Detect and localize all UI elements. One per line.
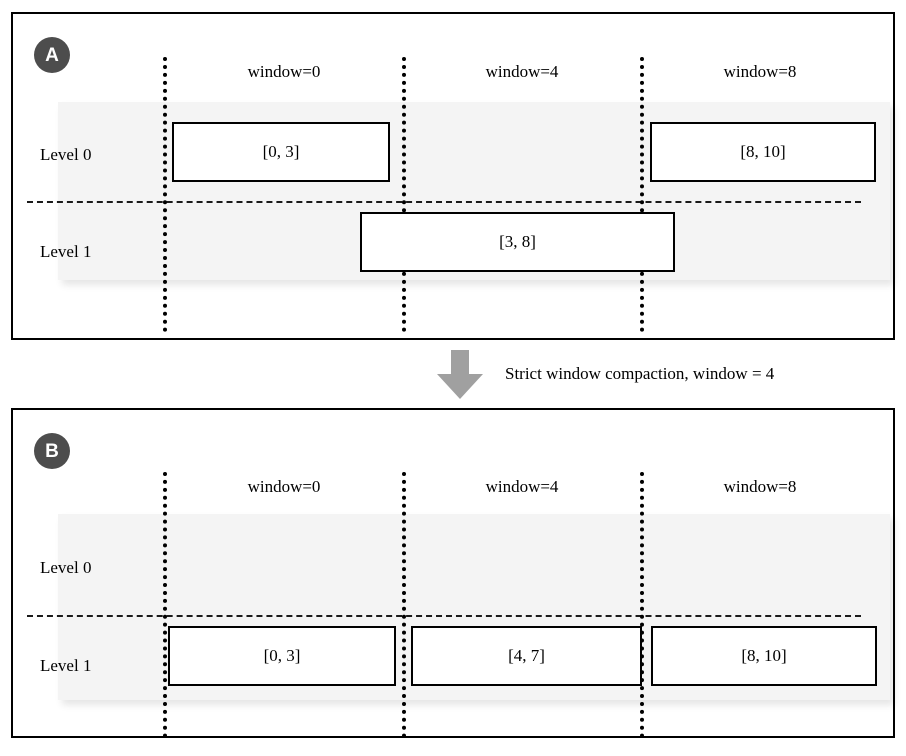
panel-b-window-line-8 [640, 472, 644, 738]
panel-b-interval-0-3[interactable]: [0, 3] [168, 626, 396, 686]
panel-a-level-divider [27, 201, 861, 203]
panel-a-window-header-8: window=8 [723, 62, 797, 81]
panel-a-window-header-4: window=4 [485, 62, 559, 81]
panel-b-level-label-1: Level 1 [40, 656, 92, 675]
panel-a-window-line-4 [402, 57, 406, 332]
panel-b-level-divider [27, 615, 861, 617]
panel-b-window-line-0 [163, 472, 167, 738]
transition-group: Strict window compaction, window = 4 [0, 340, 906, 408]
panel-b-window-header-0: window=0 [247, 477, 321, 496]
panel-a: A window=0 window=4 window=8 Level 0 Lev… [11, 12, 895, 340]
panel-b-window-header-4: window=4 [485, 477, 559, 496]
panel-a-level-label-0: Level 0 [40, 145, 92, 164]
panel-b: B window=0 window=4 window=8 Level 0 Lev… [11, 408, 895, 738]
panel-b-level-label-0: Level 0 [40, 558, 92, 577]
panel-b-window-line-4 [402, 472, 406, 738]
panel-b-badge: B [34, 433, 70, 469]
panel-b-window-header-8: window=8 [723, 477, 797, 496]
transition-caption: Strict window compaction, window = 4 [505, 364, 775, 383]
panel-a-window-line-8 [640, 57, 644, 332]
panel-a-level-label-1: Level 1 [40, 242, 92, 261]
panel-a-window-line-0 [163, 57, 167, 332]
panel-b-interval-8-10[interactable]: [8, 10] [651, 626, 877, 686]
panel-b-interval-4-7[interactable]: [4, 7] [411, 626, 642, 686]
down-arrow-icon [437, 350, 483, 399]
panel-a-interval-8-10[interactable]: [8, 10] [650, 122, 876, 182]
panel-a-badge: A [34, 37, 70, 73]
panel-a-interval-0-3[interactable]: [0, 3] [172, 122, 390, 182]
panel-a-interval-3-8[interactable]: [3, 8] [360, 212, 675, 272]
panel-a-window-header-0: window=0 [247, 62, 321, 81]
